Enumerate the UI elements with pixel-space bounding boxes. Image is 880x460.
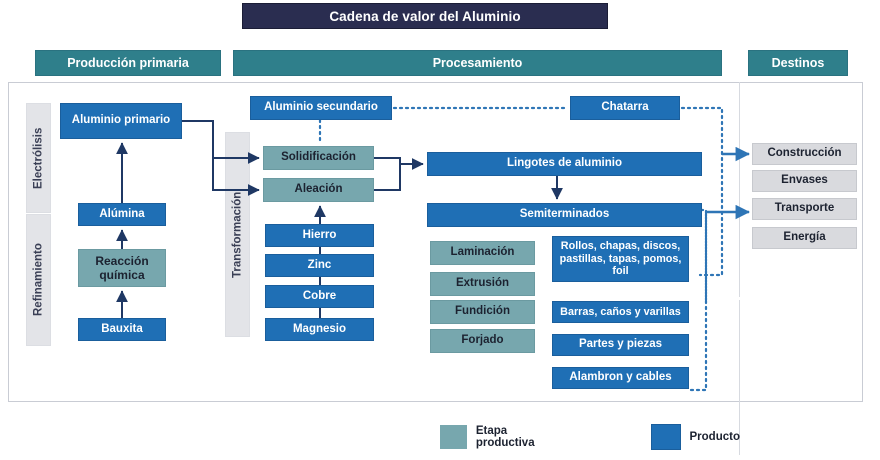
node-alloy-hierro[interactable]: Hierro — [265, 224, 374, 247]
phase-label-transformacion: Transformación — [225, 132, 250, 337]
node-bauxita[interactable]: Bauxita — [78, 318, 166, 341]
node-process-forjado[interactable]: Forjado — [430, 329, 535, 353]
legend-item-producto: Producto — [650, 424, 740, 450]
section-header-destinos: Destinos — [748, 50, 848, 76]
node-chatarra[interactable]: Chatarra — [570, 96, 680, 120]
node-product-alambron[interactable]: Alambron y cables — [552, 367, 689, 389]
frame-divider-bottom — [739, 300, 740, 455]
node-destino-energia[interactable]: Energía — [752, 227, 857, 249]
legend-swatch-product-icon — [650, 424, 681, 450]
legend-swatch-stage-icon — [440, 425, 467, 449]
legend-label-product: Producto — [689, 431, 740, 443]
node-destino-construccion[interactable]: Construcción — [752, 143, 857, 165]
node-aleacion[interactable]: Aleación — [263, 178, 374, 202]
phase-label-refinamiento: Refinamiento — [26, 214, 51, 346]
node-alloy-zinc[interactable]: Zinc — [265, 254, 374, 277]
node-process-laminacion[interactable]: Laminación — [430, 241, 535, 265]
node-destino-transporte[interactable]: Transporte — [752, 198, 857, 220]
legend-item-etapa-productiva: Etapa productiva — [440, 425, 565, 449]
node-solidificacion[interactable]: Solidificación — [263, 146, 374, 170]
node-reaccion-quimica[interactable]: Reacción química — [78, 249, 166, 287]
node-product-barras[interactable]: Barras, caños y varillas — [552, 301, 689, 323]
node-alloy-magnesio[interactable]: Magnesio — [265, 318, 374, 341]
node-aluminio-primario[interactable]: Aluminio primario — [60, 103, 182, 139]
node-process-extrusion[interactable]: Extrusión — [430, 272, 535, 296]
node-lingotes-de-aluminio[interactable]: Lingotes de aluminio — [427, 152, 702, 176]
node-alumina[interactable]: Alúmina — [78, 203, 166, 226]
legend: Etapa productiva Producto — [440, 424, 740, 450]
node-product-partes[interactable]: Partes y piezas — [552, 334, 689, 356]
page-title: Cadena de valor del Aluminio — [242, 3, 608, 29]
section-header-procesamiento: Procesamiento — [233, 50, 722, 76]
section-header-produccion-primaria: Producción primaria — [35, 50, 221, 76]
node-destino-envases[interactable]: Envases — [752, 170, 857, 192]
node-semiterminados[interactable]: Semiterminados — [427, 203, 702, 227]
phase-label-electrolisis: Electrólisis — [26, 103, 51, 213]
node-product-rollos[interactable]: Rollos, chapas, discos, pastillas, tapas… — [552, 236, 689, 282]
node-alloy-cobre[interactable]: Cobre — [265, 285, 374, 308]
frame-divider-top — [739, 82, 740, 297]
node-process-fundicion[interactable]: Fundición — [430, 300, 535, 324]
legend-label-stage: Etapa productiva — [475, 425, 535, 449]
node-aluminio-secundario[interactable]: Aluminio secundario — [250, 96, 392, 120]
